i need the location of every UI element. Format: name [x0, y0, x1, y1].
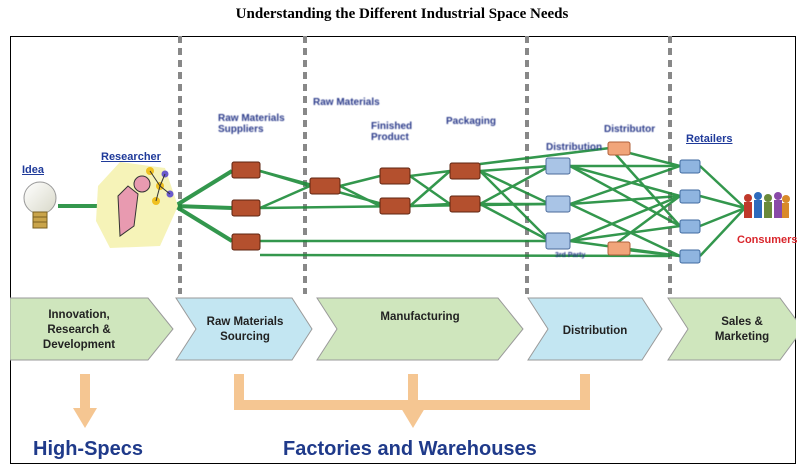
arrow-shaft	[80, 374, 90, 412]
raw-materials-suppliers-label: Raw Materials Suppliers	[218, 113, 285, 135]
packaging-label: Packaging	[446, 116, 497, 127]
stage-chevron-sourcing	[175, 297, 313, 361]
retailers-label: Retailers	[686, 133, 733, 145]
stage-manufacturing-label: Manufacturing	[380, 310, 460, 323]
idea-label: Idea	[22, 164, 45, 176]
stage-innovation-label: Innovation, Research & Development	[42, 308, 116, 351]
stage-chevron-innovation	[10, 297, 174, 361]
high-specs-label: High-Specs	[33, 438, 144, 460]
stage-distribution-label: Distribution	[562, 324, 628, 337]
factories-warehouses-label: Factories and Warehouses	[283, 438, 537, 460]
arrow-shaft	[580, 374, 590, 410]
factory-icon	[309, 177, 341, 195]
consumers-label: Consumers	[737, 234, 798, 246]
consumers-icon	[744, 192, 790, 218]
third-party-label: 3rd Party	[555, 252, 586, 259]
supply-chain-network	[10, 36, 796, 428]
raw-materials-label: Raw Materials	[313, 97, 380, 108]
stage-chevron-distribution	[527, 297, 663, 361]
factory-icon	[379, 167, 411, 185]
outcome-arrows	[73, 374, 590, 428]
diagram-frame	[10, 36, 796, 464]
factory-icon	[231, 199, 261, 217]
factory-icon	[231, 161, 261, 179]
stage-chevron-manufacturing	[316, 297, 524, 361]
warehouse-icon	[545, 157, 571, 175]
stage-chevron-sales	[667, 297, 796, 361]
distributor-icon	[607, 241, 631, 256]
distributor-icons	[607, 141, 631, 256]
distributor-icon	[607, 141, 631, 156]
warehouse-icons	[545, 157, 571, 250]
arrow-shaft	[234, 374, 244, 410]
factory-icon	[379, 197, 411, 215]
factory-icons	[231, 161, 481, 251]
factory-icon	[449, 162, 481, 180]
retailer-icons	[679, 159, 701, 264]
stage-dividers	[178, 36, 672, 294]
diagram-title: Understanding the Different Industrial S…	[235, 6, 569, 22]
stage-sales-label: Sales & Marketing	[714, 316, 770, 343]
arrow-head-down	[73, 408, 97, 428]
light-bulb-icon	[23, 181, 57, 229]
finished-product-label: Finished Product	[371, 121, 413, 143]
retailer-icon	[679, 219, 701, 234]
arrow-shaft	[408, 374, 418, 410]
stage-chevrons	[10, 297, 796, 361]
distributor-label: Distributor	[604, 124, 656, 135]
factory-icon	[449, 195, 481, 213]
retailer-icon	[679, 189, 701, 204]
researcher-icon	[96, 162, 178, 248]
distribution-node-label: Distribution	[546, 142, 603, 153]
researcher-label: Researcher	[101, 151, 161, 163]
arrow-bracket-bar	[234, 400, 590, 410]
warehouse-icon	[545, 195, 571, 213]
retailer-icon	[679, 249, 701, 264]
stage-sourcing-label: Raw Materials Sourcing	[206, 316, 284, 343]
factory-icon	[231, 233, 261, 251]
warehouse-icon	[545, 232, 571, 250]
arrow-head-down	[401, 408, 425, 428]
retailer-icon	[679, 159, 701, 174]
